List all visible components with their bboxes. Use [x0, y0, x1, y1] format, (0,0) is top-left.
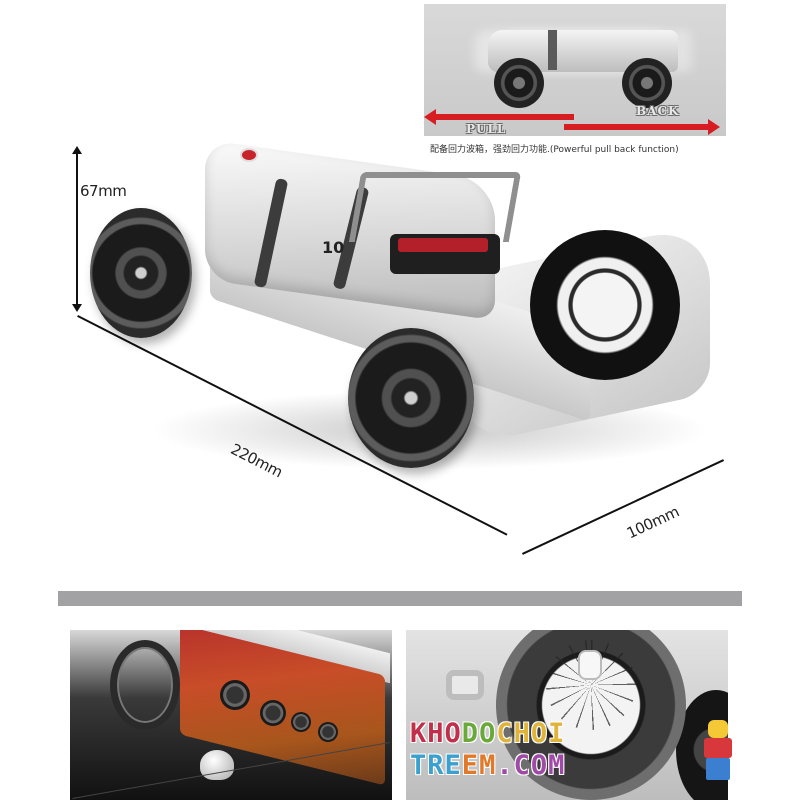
width-dimension-arrow-icon [522, 459, 725, 555]
watermark-letter: H [513, 718, 531, 749]
watermark-letter: C [513, 750, 531, 781]
mini-car-stripe [548, 30, 557, 70]
watermark-letter: O [479, 718, 497, 749]
width-dimension-label: 100mm [624, 502, 682, 543]
wheel-hub [578, 650, 602, 680]
section-divider [58, 591, 742, 606]
watermark-letter: E [444, 750, 462, 781]
pull-back-inset: PULL BACK [424, 4, 726, 136]
watermark-letter: O [530, 750, 549, 781]
pull-back-car-image [464, 12, 704, 108]
radiator-cap [240, 148, 258, 162]
rear-wheel [90, 208, 192, 338]
connector-part [446, 670, 484, 700]
gauge-icon [291, 712, 311, 732]
back-arrow-icon [564, 119, 720, 135]
spare-wheel [530, 230, 680, 380]
watermark-letter: O [444, 718, 462, 749]
race-number: 10 [322, 238, 345, 257]
pull-label: PULL [466, 122, 507, 136]
watermark-letter: O [530, 718, 549, 749]
cockpit-dashboard [398, 238, 488, 252]
watermark-letter: M [548, 750, 566, 781]
watermark-letter: R [427, 750, 445, 781]
watermark-letter: E [461, 750, 480, 781]
mini-car-front-wheel [622, 58, 672, 108]
pull-arrow-icon [424, 109, 574, 125]
gauge-icon [220, 680, 250, 710]
pull-back-caption: 配备回力波箱，强劲回力功能.(Powerful pull back functi… [430, 145, 679, 155]
watermark-line-2: TREEM.COM [410, 750, 690, 782]
height-dimension-label: 67mm [80, 182, 127, 200]
back-label: BACK [636, 104, 680, 118]
mascot-legs [706, 758, 730, 780]
watermark-letter: D [461, 718, 480, 749]
minifigure-mascot-icon [700, 720, 736, 780]
main-car-image: 10 [90, 139, 730, 470]
watermark-letter: I [548, 718, 566, 749]
watermark-line-1: KHODOCHOI [410, 718, 690, 750]
watermark-letter: K [410, 718, 428, 749]
front-wheel [348, 328, 474, 468]
watermark-letter: . [496, 750, 514, 781]
gauge-icon [260, 700, 286, 726]
height-dimension-arrow-icon [72, 146, 82, 312]
windscreen-frame [348, 172, 522, 242]
mascot-torso [704, 738, 732, 758]
gauge-icon [318, 722, 338, 742]
steering-wheel [110, 640, 180, 730]
watermark-letter: C [496, 718, 514, 749]
watermark-letter: M [479, 750, 497, 781]
dashboard-detail-image [70, 630, 392, 800]
spare-wheel-detail-image [406, 630, 728, 800]
watermark-letter: H [427, 718, 445, 749]
mini-car-rear-wheel [494, 58, 544, 108]
watermark-letter: T [410, 750, 428, 781]
mascot-head [708, 720, 728, 738]
watermark-logo: KHODOCHOI TREEM.COM [410, 718, 690, 788]
cockpit [390, 234, 500, 274]
